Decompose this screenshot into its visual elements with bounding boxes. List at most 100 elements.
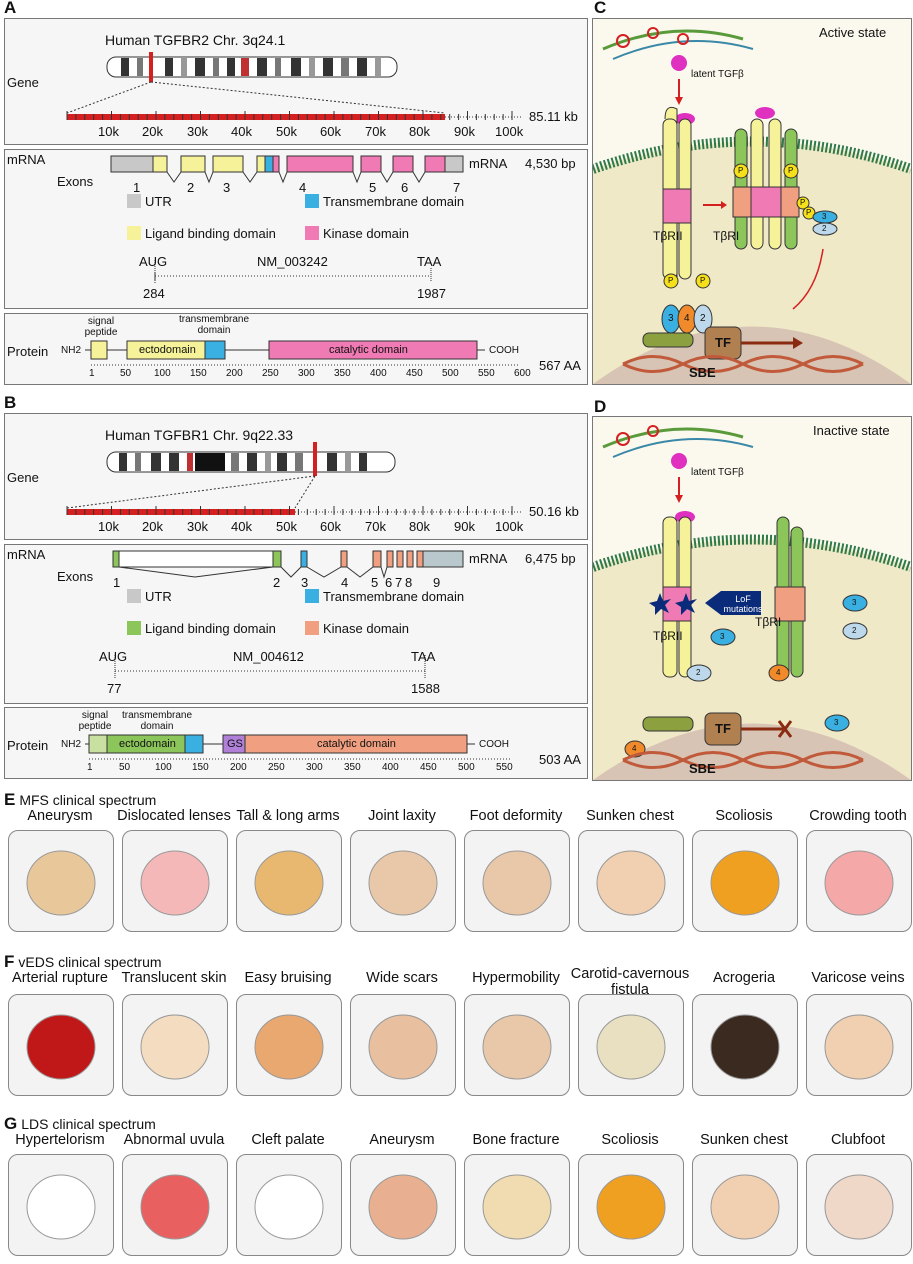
protein-label: Protein: [7, 738, 49, 753]
protein-size: 567 AA: [539, 358, 581, 373]
protein-ticks-b: 1 50 100 150 200 250 300 350 400 450 500…: [5, 762, 587, 776]
protein-tick: 200: [226, 368, 243, 379]
clinical-feature-title: Translucent skin: [121, 970, 227, 986]
chromosome-band: [277, 453, 287, 471]
clinical-feature-card: [236, 994, 342, 1096]
smad-number: 3: [668, 313, 674, 324]
tf-label: TF: [715, 721, 731, 736]
taa-label: TAA: [417, 254, 442, 269]
clinical-feature-title: Foot deformity: [469, 808, 563, 824]
chromosome-band: [135, 453, 141, 471]
smad-number: 3: [852, 598, 857, 607]
clinical-feature-illustration: [824, 1174, 894, 1240]
illustration-shape: [824, 850, 894, 916]
inactive-pathway-illustration: [593, 417, 911, 780]
gene-span-bar: [67, 114, 445, 120]
protein-tick: 100: [155, 762, 172, 773]
clinical-feature-card: [692, 994, 798, 1096]
tick-label: 60k: [320, 519, 341, 534]
chromosome-band: [341, 58, 349, 76]
protein-label: Protein: [7, 344, 49, 359]
clinical-feature-title: Tall & long arms: [236, 808, 340, 824]
mrna-label: mRNA: [7, 152, 46, 167]
panel-a-mrna-box: mRNA mRNA 4,530 bp Exons 1 2 3 4 5 6 7: [4, 149, 588, 309]
protein-tick: 350: [334, 368, 351, 379]
clinical-feature-card: [122, 1154, 228, 1256]
tick-label: 80k: [409, 124, 430, 139]
tick-label: 60k: [320, 124, 341, 139]
clinical-feature-illustration: [482, 850, 552, 916]
clinical-feature-illustration: [824, 850, 894, 916]
phospho-label: P: [800, 198, 806, 207]
clinical-feature-card: [806, 1154, 912, 1256]
section-title-text: vEDS clinical spectrum: [18, 954, 162, 970]
tick-label: 40k: [231, 519, 252, 534]
smad-number: 2: [822, 224, 827, 233]
aug-label: AUG: [139, 254, 168, 269]
clinical-feature-card: [578, 830, 684, 932]
clinical-feature-card: [236, 830, 342, 932]
clinical-feature-illustration: [140, 850, 210, 916]
clinical-feature-title: Hypermobility: [472, 970, 560, 986]
smad-number: 4: [776, 668, 781, 677]
section-letter: F: [4, 952, 15, 971]
smad-number: 2: [700, 313, 706, 324]
chromosome-band: [359, 453, 367, 471]
tick-label: 100k: [495, 519, 524, 534]
clinical-feature-title: Joint laxity: [368, 808, 436, 824]
exon-number: 3: [301, 575, 309, 590]
gene-scale-labels: 10k 20k 30k 40k 50k 60k 70k 80k 90k 100k: [5, 124, 587, 142]
protein-tick: 1: [87, 762, 93, 773]
end-pos: 1588: [411, 681, 440, 696]
exon-number: 8: [405, 575, 413, 590]
gene-locus-marker: [149, 52, 153, 82]
protein-tick: 550: [496, 762, 513, 773]
exon-number: 5: [369, 180, 377, 195]
illustration-shape: [596, 1174, 666, 1240]
clinical-feature-title: Dislocated lenses: [117, 808, 231, 824]
exon-number: 2: [187, 180, 195, 195]
state-label: Active state: [819, 25, 887, 40]
sbe-label: SBE: [689, 365, 716, 380]
protein-tick: 550: [478, 368, 495, 379]
start-pos: 284: [143, 286, 165, 301]
smad-number: 2: [696, 668, 701, 677]
tbr2-label: TβRII: [653, 629, 683, 643]
clinical-feature-card: [692, 830, 798, 932]
section-letter: E: [4, 790, 16, 809]
clinical-feature-illustration: [140, 1014, 210, 1080]
chromosome-band: [327, 453, 337, 471]
clinical-feature-illustration: [26, 1014, 96, 1080]
illustration-shape: [254, 850, 324, 916]
mrna-diagram-b: [112, 550, 464, 679]
exons-label: Exons: [57, 174, 94, 189]
chromosome-ideogram: [106, 52, 398, 82]
tick-label: 100k: [495, 124, 524, 139]
protein-tick: 50: [120, 368, 132, 379]
chromosome-band: [195, 453, 225, 471]
gene-label: Gene: [7, 470, 39, 485]
clinical-feature-card: [8, 830, 114, 932]
clinical-feature-title: Scoliosis: [715, 808, 773, 824]
exon-number: 5: [371, 575, 379, 590]
tbr1-label: TβRI: [755, 615, 782, 629]
gs-label: GS: [227, 738, 243, 750]
protein-tick: 150: [190, 368, 207, 379]
mrna-size-label: mRNA: [469, 551, 508, 566]
clinical-feature-illustration: [482, 1174, 552, 1240]
gene-label: Gene: [7, 75, 39, 90]
clinical-feature-title: Crowding tooth: [809, 808, 907, 824]
nh2-label: NH2: [61, 345, 82, 356]
tm-domain-label: transmembrane domain: [179, 314, 250, 336]
tick-label: 30k: [187, 519, 208, 534]
chromosome-band: [323, 58, 333, 76]
protein-tick: 300: [298, 368, 315, 379]
tick-label: 50k: [276, 519, 297, 534]
clinical-feature-illustration: [824, 1014, 894, 1080]
clinical-feature-title: Abnormal uvula: [123, 1132, 225, 1148]
clinical-feature-card: [236, 1154, 342, 1256]
clinical-feature-illustration: [26, 850, 96, 916]
clinical-feature-card: [578, 1154, 684, 1256]
panel-letter-c: C: [594, 0, 607, 17]
clinical-feature-card: [350, 830, 456, 932]
